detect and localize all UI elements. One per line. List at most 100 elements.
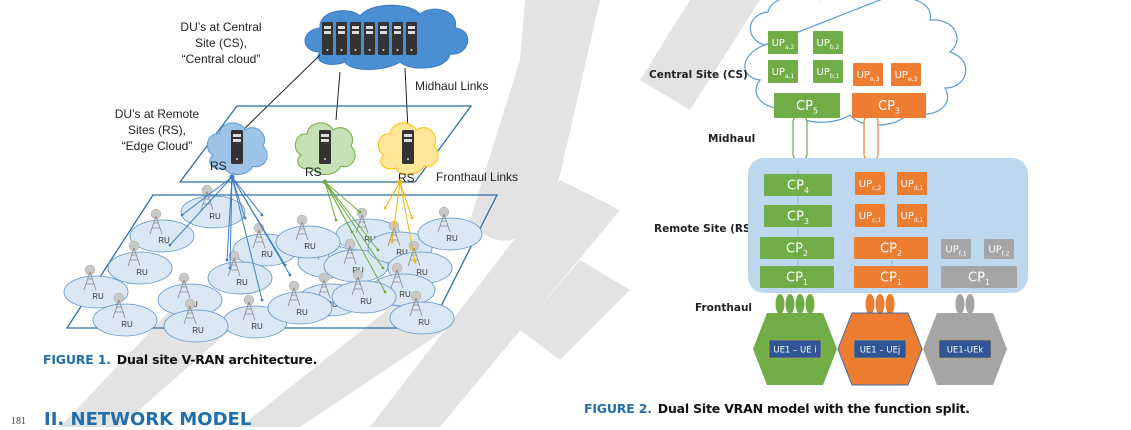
up-block-green: UPb,1 [813,60,843,83]
ue-label: UE1-UEk [947,346,984,356]
arrowhead [260,298,264,302]
antenna-icon [785,294,795,314]
cp-block-green-label: CP4 [787,179,809,196]
ru-label: RU [446,234,458,243]
up-block-green: UPb,2 [813,31,843,54]
central-cloud-label-2: Site (CS), [195,36,247,50]
server-icon [336,22,347,55]
figure1-caption: FIGURE 1.Dual site V-RAN architecture. [43,352,317,367]
cell-tower-icon [177,272,191,299]
up-block-orange-label: UPd,1 [901,211,924,224]
up-block-gray-label: UPf,1 [945,245,966,258]
up-block-orange-label: UPc,1 [859,211,882,224]
section-heading: II. NETWORK MODEL [44,409,252,430]
antenna-icon [805,294,815,314]
ru-label: RU [92,292,104,301]
figure2-caption-label: FIGURE 2. [584,401,652,416]
central-server-rack-icon [322,22,417,55]
ru-cell: RU [275,214,341,259]
remote-site-cloud: RS [294,122,356,179]
fronthaul-link [231,176,291,276]
fronthaul-link [391,181,401,243]
arrowhead [381,266,385,270]
rs-label: RS [305,165,322,179]
midhaul-link-orange [863,114,879,162]
fronthaul-link [399,181,416,263]
ru-label: RU [396,248,408,257]
fronthaul-link [384,181,401,209]
cell-tower-icon [287,280,301,307]
up-block-gray: UPf,1 [941,239,971,259]
cell-tower-icon [83,264,97,291]
ru-label: RU [158,236,170,245]
figure1-caption-label: FIGURE 1. [43,352,111,367]
ru-label: RU [304,242,316,251]
arrowhead [168,243,172,247]
cp-block-orange: CP1 [854,266,928,288]
cp-block-green-label: CP2 [786,242,808,259]
cell-tower-icon [127,240,141,267]
ru-cell: RU [331,269,397,314]
arrowhead [410,216,414,220]
fronthaul-link [399,181,413,219]
fronthaul-link [231,176,246,219]
remote-site-label: Remote Site (RS) [654,223,755,235]
ru-cell: RU [207,250,273,295]
cp-block-green: CP4 [764,174,832,196]
cell-tower-icon [317,272,331,299]
fronthaul-link [324,181,337,221]
arrowhead [180,213,184,217]
up-block-orange-label: UPe,3 [857,70,880,83]
fronthaul-link [169,176,233,246]
central-cloud-label-1: DU’s at Central [180,20,261,34]
arrowhead [383,290,387,294]
ru-label: RU [209,212,221,221]
antenna-icon [955,294,965,314]
up-block-orange: UPd,1 [897,204,927,227]
up-block-orange: UPd,1 [897,172,927,195]
ru-cell: RU [107,240,173,285]
cell-tower-icon [355,207,369,234]
antenna-icon [965,294,975,314]
server-icon [322,22,333,55]
midhaul-links-label: Midhaul Links [415,79,488,93]
fronthaul-link [231,176,263,216]
arrowhead [288,273,292,277]
antenna-icon [775,294,785,314]
up-block-gray: UPf,2 [984,239,1014,259]
ue-label-box [853,339,907,359]
ru-label: RU [418,318,430,327]
ue-group: UE1 – UE i [753,294,837,385]
fronthaul-link [324,181,361,213]
server-icon [319,130,331,164]
fronthaul-link [181,176,233,216]
ru-cell: RU [417,206,483,251]
edge-cloud-label-3: “Edge Cloud” [122,139,193,153]
ue-label: UE1 – UEj [860,346,901,356]
fronthaul-links [168,174,417,302]
server-icon [350,22,361,55]
ue-label-box [768,339,822,359]
ue-label-box [938,339,992,359]
cp-block-green-label: CP1 [786,271,808,288]
arrowhead [334,218,338,222]
midhaul-link [335,71,341,121]
cell-tower-icon [409,290,423,317]
cp-block-orange: CP3 [852,93,926,118]
up-block-green: UPa,2 [768,31,798,54]
central-site-label: Central Site (CS) [649,69,748,81]
server-icon [364,22,375,55]
cell-tower-icon [343,238,357,265]
cp-block-orange: CP2 [854,237,928,259]
up-block-green-label: UPb,2 [817,38,840,51]
midhaul-link [404,67,409,131]
arrowhead [225,258,229,262]
ru-label: RU [399,290,411,299]
ue-group: UE1-UEk [923,294,1007,385]
radio-unit-cells: RURURURURURURURURURURURURURURURURURURURU… [63,184,483,343]
ru-label: RU [236,278,248,287]
antenna-icon [885,294,895,314]
ru-cell: RU [92,292,158,337]
